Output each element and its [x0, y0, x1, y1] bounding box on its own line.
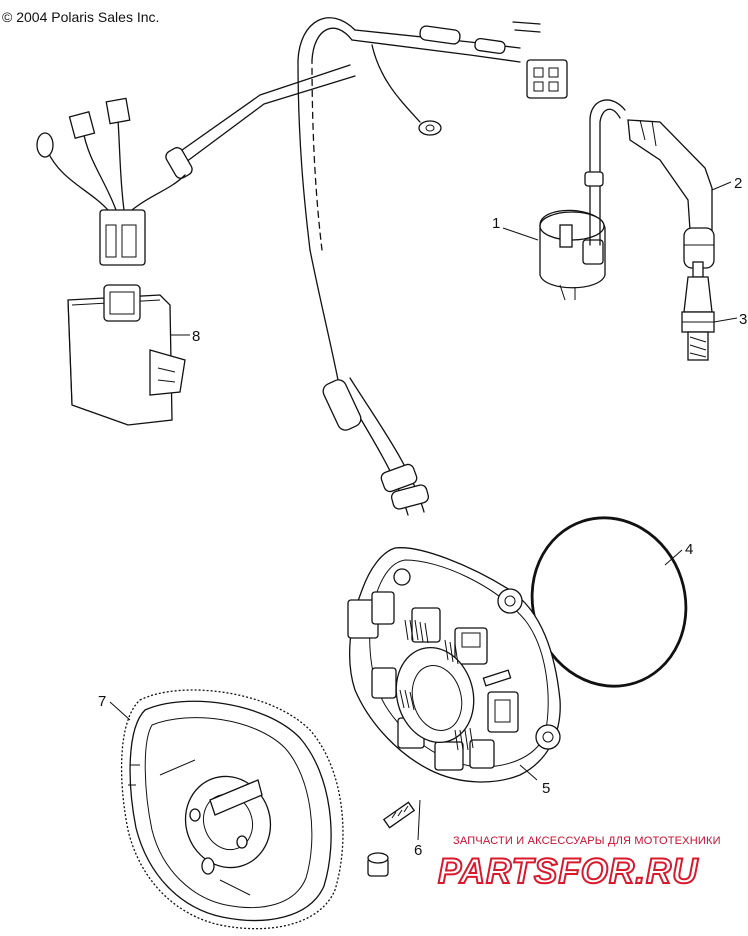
- wiring-harness: [165, 17, 568, 516]
- leader-lines: [109, 181, 738, 841]
- callout-labels: 1 2 3 4 5 6 7 8: [98, 175, 747, 859]
- flywheel-part-7: [120, 689, 344, 930]
- ht-lead: [584, 99, 626, 246]
- callout-7: 7: [98, 693, 106, 710]
- copyright-notice: © 2004 Polaris Sales Inc.: [2, 9, 160, 25]
- cdi-module-part-8: [67, 284, 186, 426]
- callout-4: 4: [685, 541, 693, 558]
- spark-plug-cap-part-2: [627, 119, 715, 269]
- screw-part-6: [367, 801, 416, 877]
- ignition-coil-part-1: [539, 209, 606, 301]
- callout-2: 2: [734, 175, 742, 192]
- watermark-logo: PARTSFOR.RU: [437, 851, 699, 892]
- cdi-leads: [36, 97, 186, 266]
- callout-8: 8: [192, 328, 200, 345]
- callout-6: 6: [414, 842, 422, 859]
- stator-part-5: [347, 547, 561, 783]
- callout-3: 3: [739, 311, 747, 328]
- callout-1: 1: [492, 215, 500, 232]
- callout-5: 5: [542, 780, 550, 797]
- spark-plug-part-3: [681, 261, 715, 361]
- watermark-caption: ЗАПЧАСТИ И АКСЕССУАРЫ ДЛЯ МОТОТЕХНИКИ: [453, 835, 721, 847]
